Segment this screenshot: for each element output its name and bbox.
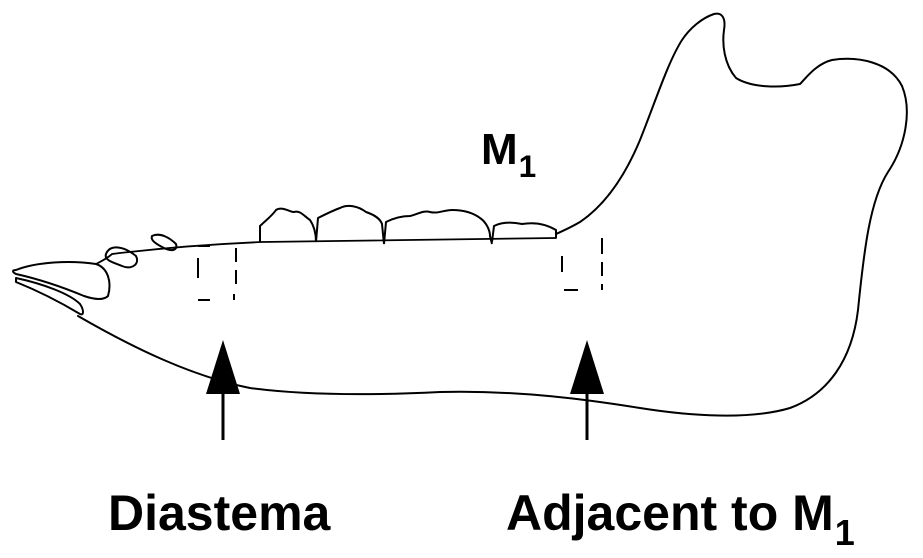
- adjacent-to-m1-label: Adjacent to M1: [506, 488, 855, 551]
- adjacent-label-main: Adjacent to M: [506, 485, 834, 541]
- premolar-small-1: [106, 247, 137, 267]
- adjacent-label-subscript: 1: [835, 512, 855, 553]
- arrow-adjacent-m1: [570, 340, 604, 440]
- diastema-label: Diastema: [108, 488, 330, 538]
- m1-adjacent-sample-box: [562, 238, 602, 290]
- m1-tooth-label: M1: [481, 128, 536, 183]
- tooth-p4: [316, 206, 384, 244]
- incisor-root: [96, 254, 112, 264]
- tooth-p3: [260, 209, 316, 242]
- m1-label-subscript: 1: [519, 148, 537, 184]
- m1-label-main: M: [481, 125, 518, 174]
- mandible-outline: [78, 14, 907, 416]
- diastema-sample-box: [198, 246, 236, 300]
- arrow-diastema: [206, 340, 240, 440]
- alveolar-line: [112, 238, 556, 254]
